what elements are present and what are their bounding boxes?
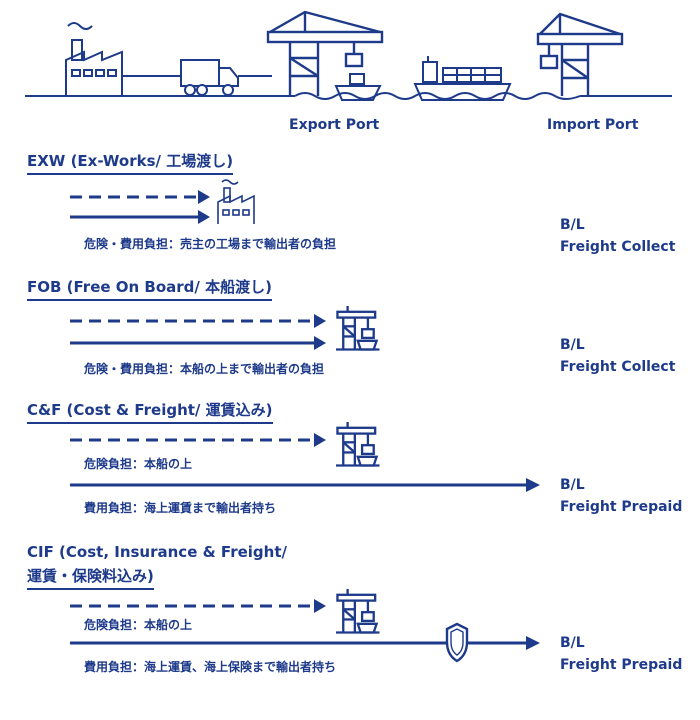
cf-risk: 危険負担：本船の上 bbox=[84, 457, 193, 471]
fob-title: FOB (Free On Board/ 本船渡し) bbox=[27, 276, 272, 301]
cif-cost: 費用負担：海上運賃、海上保険まで輸出者持ち bbox=[84, 660, 337, 674]
cf-bl: B/L Freight Prepaid bbox=[560, 474, 682, 518]
exw-title: EXW (Ex-Works/ 工場渡し) bbox=[27, 150, 234, 175]
cif-title: CIF (Cost, Insurance & Freight/ 運賃・保険料込み… bbox=[27, 540, 287, 590]
freight-label: Freight Collect bbox=[560, 359, 676, 375]
bl-label: B/L bbox=[560, 217, 585, 233]
fob-bl: B/L Freight Collect bbox=[560, 334, 675, 378]
freight-label: Freight Collect bbox=[560, 239, 676, 255]
exw-risk-cost: 危険・費用負担：売主の工場まで輸出者の負担 bbox=[84, 237, 337, 251]
cif-title-line-1: CIF (Cost, Insurance & Freight/ bbox=[27, 543, 287, 561]
bl-label: B/L bbox=[560, 477, 585, 493]
crane-icon bbox=[334, 304, 381, 351]
cif-bl: B/L Freight Prepaid bbox=[560, 632, 682, 676]
cf-cost: 費用負担：海上運賃まで輸出者持ち bbox=[84, 501, 277, 515]
freight-label: Freight Prepaid bbox=[560, 499, 683, 515]
factory-icon bbox=[217, 179, 255, 224]
exw-bl: B/L Freight Collect bbox=[560, 214, 675, 258]
bl-label: B/L bbox=[560, 635, 585, 651]
freight-label: Freight Prepaid bbox=[560, 657, 683, 673]
cf-arrows bbox=[70, 433, 540, 492]
cif-risk: 危険負担：本船の上 bbox=[84, 618, 193, 632]
shield-icon bbox=[445, 622, 469, 663]
cif-title-line-2: 運賃・保険料込み) bbox=[27, 567, 154, 590]
factory-icon bbox=[65, 22, 123, 96]
cf-title-text: C&F (Cost & Freight/ 運賃込み) bbox=[27, 401, 273, 424]
cf-title: C&F (Cost & Freight/ 運賃込み) bbox=[27, 399, 273, 424]
import-port-label: Import Port bbox=[547, 117, 639, 133]
exw-arrows bbox=[70, 190, 210, 224]
container-ship-icon bbox=[413, 56, 512, 101]
truck-icon bbox=[180, 59, 239, 96]
bl-label: B/L bbox=[560, 337, 585, 353]
fob-title-text: FOB (Free On Board/ 本船渡し) bbox=[27, 278, 272, 301]
fob-arrows bbox=[70, 314, 326, 350]
exw-title-text: EXW (Ex-Works/ 工場渡し) bbox=[27, 152, 234, 175]
export-port-label: Export Port bbox=[289, 117, 380, 133]
cargo-ship-icon bbox=[334, 73, 382, 101]
header-scene bbox=[25, 10, 672, 101]
crane-icon bbox=[334, 420, 381, 467]
crane-icon bbox=[334, 587, 381, 634]
export-crane-icon bbox=[266, 10, 384, 96]
fob-risk-cost: 危険・費用負担：本船の上まで輸出者の負担 bbox=[84, 362, 325, 376]
import-crane-icon bbox=[536, 12, 624, 96]
